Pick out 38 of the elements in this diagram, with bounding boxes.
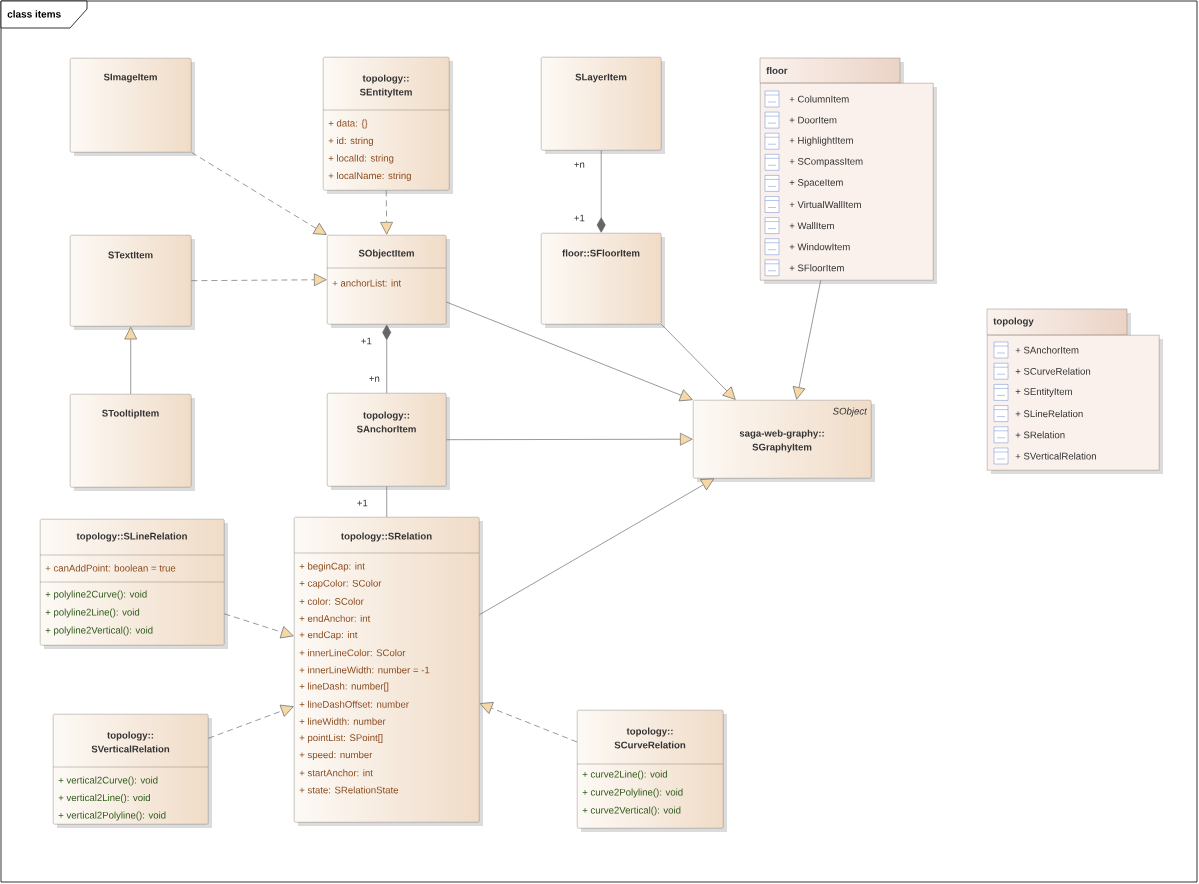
package-box: floor + ColumnItem + DoorItem + HighlightItem + SCompassItem + SpaceItem + VirtualWallItem + WallItem + WindowItem + SFloorItem (759, 57, 937, 284)
arrow (124, 326, 138, 395)
class-box: topology:: SCurveRelation + curve2Line(): void + curve2Polyline(): void + curve2Vertical(): void (576, 710, 727, 832)
arrow (792, 280, 822, 400)
arrow (446, 301, 693, 402)
multiplicity-label: +n (369, 376, 380, 382)
multiplicity-label: +1 (357, 499, 368, 507)
class-box: topology::SLineRelation + canAddPoint: boolean = true + polyline2Curve(): void + polyline2Line(): void + polyline2Vertical(): void (39, 519, 228, 649)
package-box: topology + SAnchorItem + SCurveRelation + SEntityItem + SLineRelation + SRelation + SVerticalRelation (986, 308, 1163, 474)
class-box: topology:: SAnchorItem (327, 393, 450, 490)
class-box: STooltipItem (70, 394, 195, 491)
class-box: STextItem (70, 235, 195, 330)
arrow (191, 152, 327, 235)
arrow (208, 704, 294, 739)
class-box: floor::SFloorItem (541, 233, 665, 328)
arrow (479, 478, 715, 616)
class-box: topology::SRelation + beginCap: int + capColor: SColor + color: SColor + endAnchor: int + endCap: int + innerLineColor: SColor + innerLineWidth: number = -1 + lineDash: number[] + lineDashOffset: number + lineWidth: number + pointList: SPoint[] + speed: number + startAnchor: int + state: SRelationState (293, 517, 483, 826)
composition-line (382, 324, 392, 394)
class-box: SObject saga-web-graphy:: SGraphyItem (693, 400, 875, 482)
arrow (191, 273, 327, 287)
multiplicity-label: +n (574, 162, 585, 168)
arrow (380, 190, 393, 235)
class-box: SImageItem (70, 58, 195, 156)
class-box: topology:: SEntityItem + data: {} + id: string + localId: string + localName: string (322, 57, 453, 194)
arrow (661, 324, 736, 400)
arrow (224, 613, 294, 639)
composition-line (596, 150, 606, 233)
arrow (446, 432, 693, 446)
connector-line (386, 486, 388, 518)
node-label: topology (993, 317, 1034, 327)
frame-tab: class items (0, 0, 88, 29)
multiplicity-label: +1 (361, 337, 372, 345)
multiplicity-label: +1 (574, 214, 585, 222)
class-box: SLayerItem (541, 57, 665, 154)
node-label: floor (766, 66, 788, 75)
arrow (479, 702, 578, 743)
class-box: SObjectItem + anchorList: int (326, 235, 450, 328)
class-box: topology:: SVerticalRelation + vertical2Curve(): void + vertical2Line(): void + vertical2Polyline(): void (52, 714, 212, 828)
